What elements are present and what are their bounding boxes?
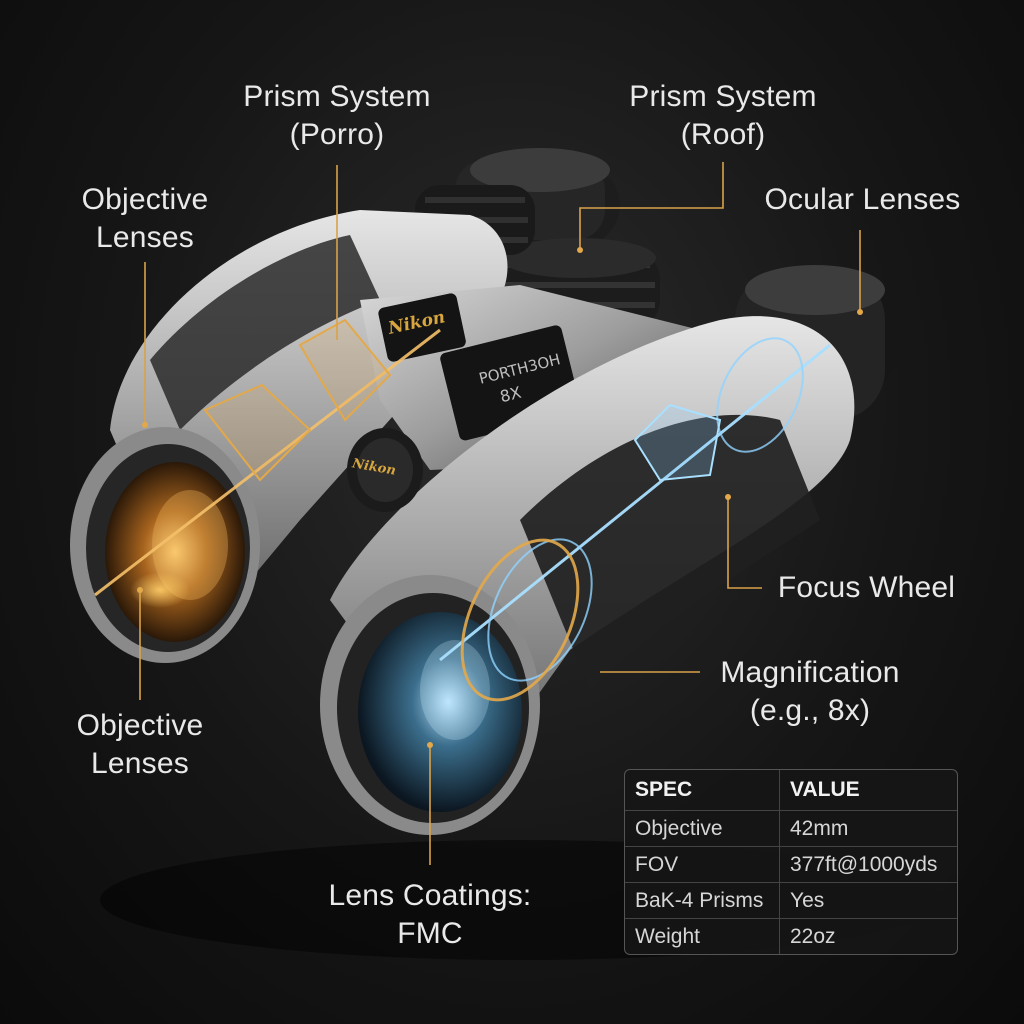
- spec-name: Objective: [625, 811, 780, 847]
- spec-value: 42mm: [780, 811, 957, 847]
- table-row: Weight 22oz: [625, 919, 957, 954]
- label-magnification: Magnification (e.g., 8x): [720, 656, 900, 727]
- label-objective-top: Objective Lenses: [81, 183, 209, 254]
- callout-dots: [137, 247, 863, 748]
- label-objective-bottom: Objective Lenses: [76, 709, 204, 780]
- label-focus-wheel: Focus Wheel: [777, 571, 956, 604]
- spec-table-header: SPEC VALUE: [625, 770, 957, 811]
- spec-value: 22oz: [790, 924, 836, 948]
- leader-focus: [727, 497, 762, 589]
- spec-header-value: VALUE: [780, 770, 957, 811]
- table-row: FOV 377ft@1000yds: [625, 847, 957, 883]
- spec-table: SPEC VALUE Objective 42mm FOV 377ft@1000…: [624, 769, 958, 955]
- light-path-cyan: [439, 337, 831, 702]
- objective-lens-right: [320, 575, 540, 835]
- spec-name: FOV: [625, 847, 780, 883]
- spec-value: 377ft@1000yds: [780, 847, 957, 883]
- label-prism-roof: Prism System (Roof): [629, 80, 817, 151]
- objective-lens-left: [70, 427, 260, 663]
- label-prism-porro: Prism System (Porro): [243, 80, 431, 151]
- light-path-gold: [94, 318, 441, 608]
- label-ocular-lenses: Ocular Lenses: [764, 183, 961, 216]
- side-knob: [347, 428, 423, 512]
- table-row: Objective 42mm: [625, 811, 957, 847]
- spec-name: Weight: [625, 919, 780, 954]
- spec-name: BaK-4 Prisms: [625, 883, 780, 919]
- spec-value: Yes: [780, 883, 957, 919]
- table-row: BaK-4 Prisms Yes: [625, 883, 957, 919]
- callout-lines: [139, 162, 861, 865]
- label-lens-coatings: Lens Coatings: FMC: [328, 879, 532, 950]
- spec-header-spec: SPEC: [625, 770, 780, 811]
- leader-roof: [579, 162, 724, 250]
